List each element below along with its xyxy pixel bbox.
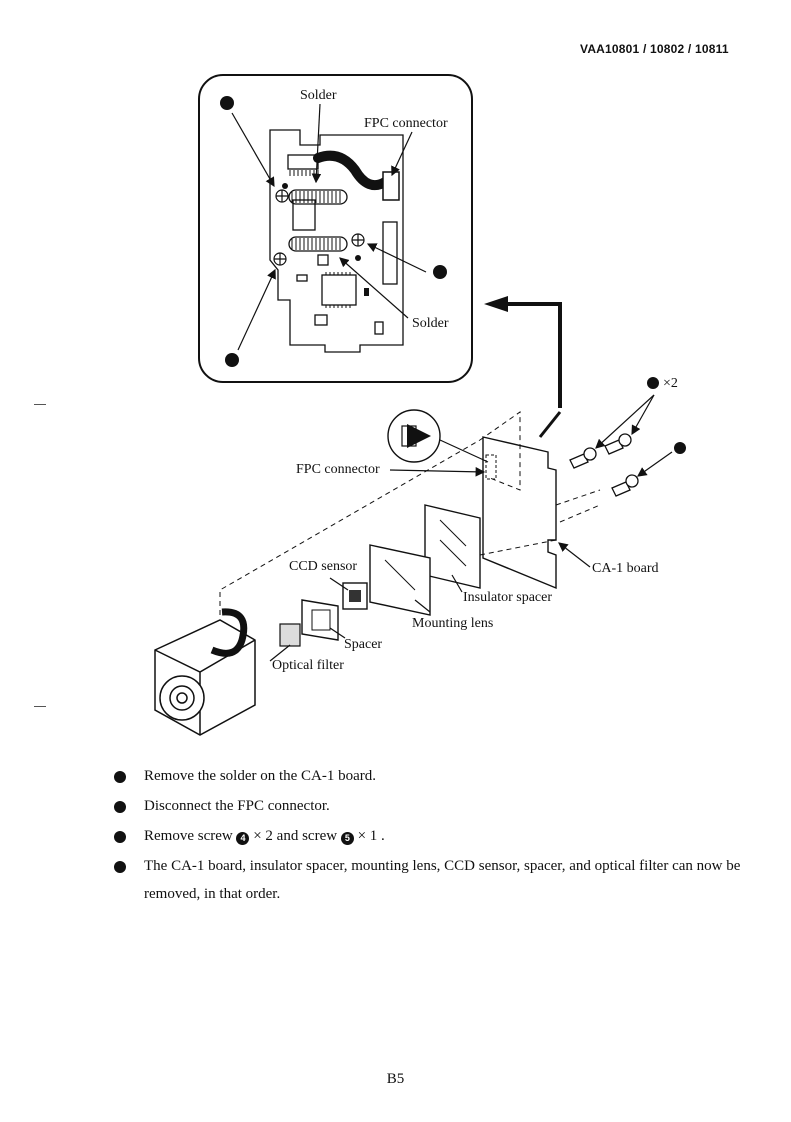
bullet-icon: [114, 831, 126, 843]
step-text: The CA-1 board, insulator spacer, mounti…: [144, 858, 741, 902]
label-optical-filter: Optical filter: [272, 658, 344, 673]
instruction-step: The CA-1 board, insulator spacer, mounti…: [114, 852, 754, 908]
chip-pins: [289, 170, 351, 308]
margin-mark: [34, 706, 46, 707]
model-numbers: VAA10801 / 10802 / 10811: [580, 42, 729, 56]
screw4-callout-icon: [220, 96, 234, 110]
margin-mark: [34, 404, 46, 405]
bullet-icon: [114, 861, 126, 873]
screw4-number-icon: 4: [236, 832, 250, 845]
inset-frame: [198, 74, 473, 383]
label-screw4-count: ×2: [663, 376, 678, 391]
instruction-step: Remove screw 4 × 2 and screw 5 × 1 .: [114, 826, 754, 846]
optical-filter: [279, 623, 301, 647]
instruction-step: Disconnect the FPC connector.: [114, 796, 754, 816]
insulator-spacer: [424, 504, 481, 589]
ca1-board-exploded: [482, 436, 557, 590]
instruction-list: Remove the solder on the CA-1 board. Dis…: [114, 766, 754, 918]
camera-lens-block: [154, 608, 256, 736]
step-text: × 1 .: [357, 828, 385, 844]
bullet-icon: [114, 771, 126, 783]
screws-exploded: [569, 433, 639, 497]
step-text: Disconnect the FPC connector.: [144, 798, 330, 814]
fpc-flex-cable: [313, 150, 390, 190]
instruction-step: Remove the solder on the CA-1 board.: [114, 766, 754, 786]
screw-holes: [273, 189, 365, 266]
label-ca1-board: CA-1 board: [592, 561, 659, 576]
mounting-lens: [369, 544, 431, 616]
label-mounting-lens: Mounting lens: [412, 616, 494, 631]
step-text: Remove screw: [144, 828, 233, 844]
screw5-callout-icon: [225, 353, 239, 367]
page-number: B5: [386, 1071, 405, 1087]
link-arrow: [505, 302, 562, 408]
step-text: × 2 and screw: [253, 828, 338, 844]
screw4-callout-icon: [647, 377, 659, 389]
bullet-icon: [114, 801, 126, 813]
label-insulator-spacer: Insulator spacer: [463, 590, 553, 605]
disassembly-diagram: [154, 74, 686, 736]
label-spacer: Spacer: [344, 637, 383, 652]
fpc-connector-top: [382, 171, 400, 201]
screw5-number-icon: 5: [340, 832, 354, 845]
label-solder-bottom: Solder: [412, 316, 449, 331]
spacer: [301, 599, 339, 641]
label-fpc-connector-inset: FPC connector: [364, 116, 448, 131]
label-ccd-sensor: CCD sensor: [289, 559, 358, 574]
step-text: Remove the solder on the CA-1 board.: [144, 768, 377, 784]
label-solder-top: Solder: [300, 88, 337, 103]
screw4-callout-icon: [433, 265, 447, 279]
label-fpc-connector: FPC connector: [296, 462, 380, 477]
screw5-callout-icon: [674, 442, 686, 454]
